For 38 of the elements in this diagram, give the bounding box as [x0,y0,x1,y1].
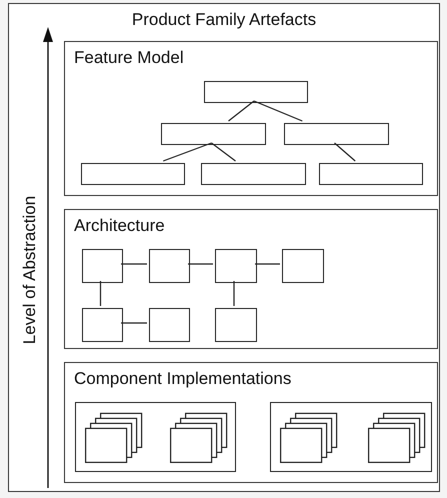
connector-line [233,281,235,306]
connector-line [334,142,356,162]
axis-label: Level of Abstraction [20,196,40,344]
element-box [149,308,190,342]
element-box [282,249,324,283]
element-box [161,123,266,145]
panel-heading: Component Implementations [74,369,292,389]
element-box [149,249,190,283]
connector-line [254,100,303,122]
document-stack-drawing [85,411,143,463]
outer-frame [8,3,440,492]
document-stack-drawing [170,411,228,463]
connector-line [121,263,147,265]
panel-heading: Feature Model [74,48,184,68]
connector-line [255,263,280,265]
element-box [319,163,423,185]
element-box [284,123,389,145]
connector-line [228,100,254,122]
element-box [215,308,257,342]
connector-line [121,322,147,324]
element-box [201,163,306,185]
element-box [82,308,123,342]
element-box [81,163,185,185]
connector-line [100,281,102,306]
connector-line [211,142,236,162]
connector-line [188,263,213,265]
element-box [82,249,123,283]
panel-heading: Architecture [74,216,165,236]
element-box [215,249,257,283]
layer-panel [64,209,438,349]
frame-title: Product Family Artefacts [130,10,318,30]
layer-panel [64,362,438,483]
layer-panel [64,41,438,196]
document-stack-drawing [368,411,426,463]
group-box [75,402,236,472]
document-stack-drawing [280,411,338,463]
group-box [270,402,432,472]
element-box [204,81,308,103]
